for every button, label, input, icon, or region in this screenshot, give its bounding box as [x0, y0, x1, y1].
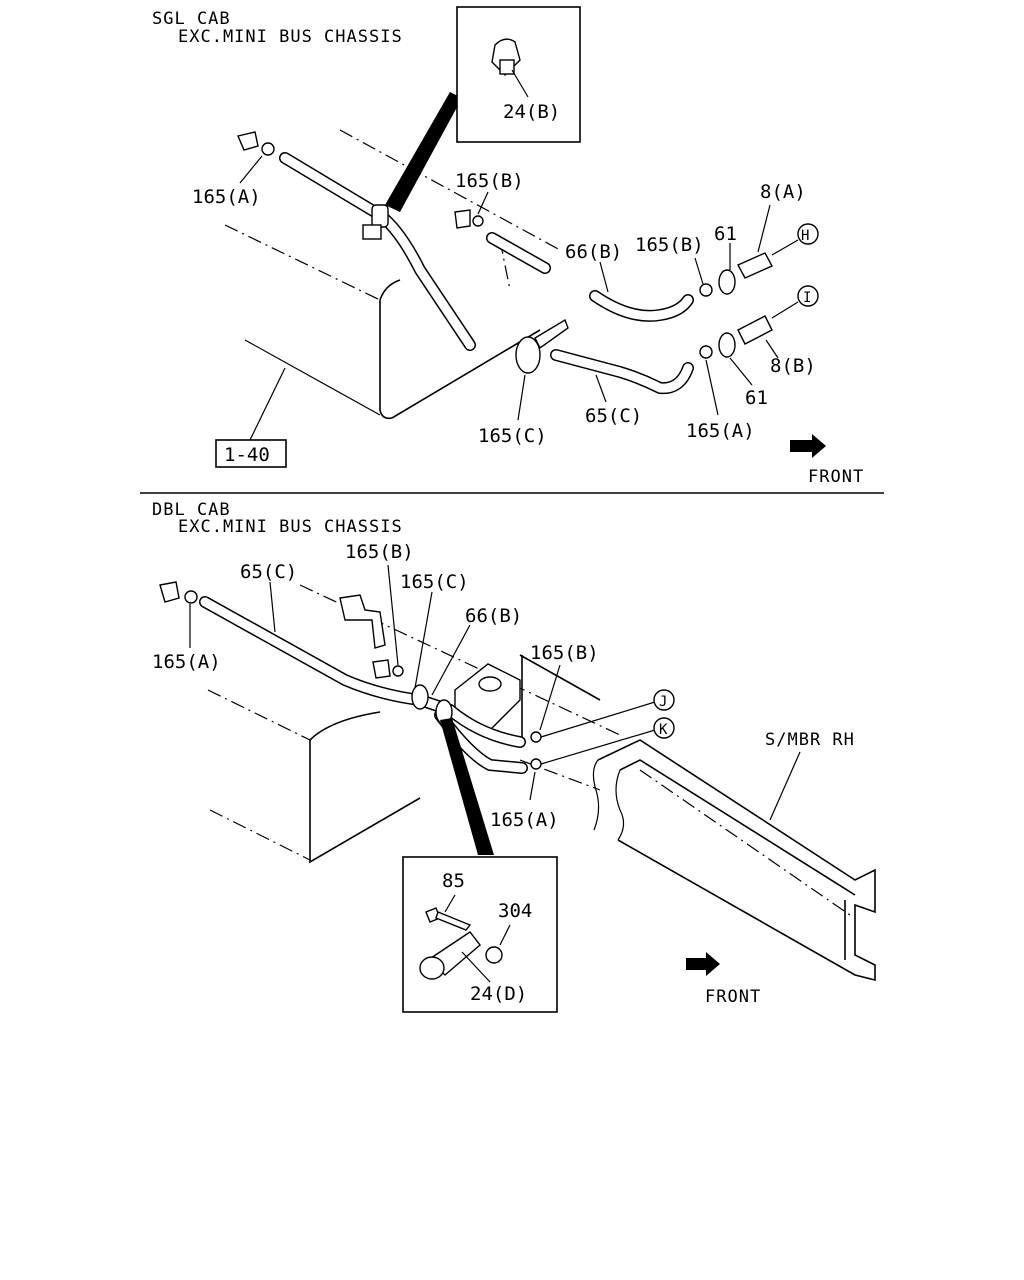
callout-8a: 8(A) — [760, 181, 806, 203]
hose-65c-top: 65(C) — [550, 349, 694, 427]
detail-leader-wedge-bottom — [440, 718, 494, 855]
clamp-24b-on-hose — [362, 204, 389, 240]
callout-65c-top: 65(C) — [585, 405, 642, 427]
top-section: SGL CAB EXC.MINI BUS CHASSIS — [152, 6, 864, 487]
clamp-61-bottom: 61 — [718, 332, 768, 409]
clip-165b-bottom-right: 165(B) J — [530, 642, 675, 743]
callout-85: 85 — [442, 870, 465, 892]
fuel-tank-bottom — [207, 584, 621, 864]
member-label: S/MBR RH — [765, 730, 855, 750]
callout-66b-top: 66(B) — [565, 241, 622, 263]
clip-165b-mid: 165(B) — [454, 170, 524, 229]
fuel-tank-top — [224, 129, 561, 420]
callout-165b-right: 165(B) — [635, 234, 704, 256]
bottom-header-line2: EXC.MINI BUS CHASSIS — [178, 517, 403, 537]
front-arrow-bottom: FRONT — [686, 952, 761, 1007]
detail-box-24b: 24(B) — [456, 6, 581, 143]
side-member-rh: S/MBR RH — [592, 730, 876, 982]
front-label-top: FRONT — [808, 467, 864, 487]
top-header-line2: EXC.MINI BUS CHASSIS — [178, 27, 403, 47]
front-arrow-top: FRONT — [790, 434, 864, 487]
hose-8b: 8(B) I — [737, 285, 819, 377]
front-label-bottom: FRONT — [705, 987, 761, 1007]
bottom-section: DBL CAB EXC.MINI BUS CHASSIS — [152, 500, 876, 1013]
ref-box-label: 1-40 — [224, 444, 270, 466]
marker-i: I — [803, 290, 811, 306]
marker-h: H — [801, 228, 809, 244]
hose-66b-top: 66(B) — [565, 241, 694, 322]
clamp-165c-bottom — [411, 684, 429, 710]
hose-65c-bottom-label: 65(C) — [240, 561, 297, 633]
callout-165a-bottom-left: 165(A) — [152, 651, 221, 673]
clip-165a-left: 165(A) — [192, 131, 275, 208]
clamp-165c-bottom-label: 165(C) — [400, 571, 469, 689]
callout-8b: 8(B) — [770, 355, 816, 377]
callout-165b-bottom-top: 165(B) — [345, 541, 414, 563]
clamp-165c-top: 165(C) — [478, 318, 569, 447]
callout-61-bottom: 61 — [745, 387, 768, 409]
ref-box-1-40: 1-40 — [215, 367, 287, 468]
callout-65c-bottom: 65(C) — [240, 561, 297, 583]
callout-61-top: 61 — [714, 223, 737, 245]
callout-165c-top: 165(C) — [478, 425, 547, 447]
marker-j: J — [659, 694, 667, 710]
bottom-header-line1: DBL CAB — [152, 500, 231, 520]
callout-165c-bottom: 165(C) — [400, 571, 469, 593]
callout-165a-bottom: 165(A) — [490, 809, 559, 831]
callout-165b-bottom-right: 165(B) — [530, 642, 599, 664]
callout-304: 304 — [498, 900, 532, 922]
clip-165a-bottom-left: 165(A) — [152, 581, 221, 673]
detail-box-bottom: 85 304 24(D) — [402, 856, 558, 1013]
hose-8a: 8(A) H — [737, 181, 819, 279]
clip-165b-bottom-top: 165(B) — [345, 541, 414, 679]
callout-66b-bottom: 66(B) — [465, 605, 522, 627]
callout-165b-mid: 165(B) — [455, 170, 524, 192]
clip-165b-right: 165(B) — [635, 234, 713, 297]
callout-165a-left: 165(A) — [192, 186, 261, 208]
mounting-bracket — [454, 663, 521, 731]
detail-leader-wedge-top — [385, 92, 462, 212]
callout-24d: 24(D) — [470, 983, 527, 1005]
callout-24b: 24(B) — [503, 101, 560, 123]
top-header-line1: SGL CAB — [152, 9, 231, 29]
marker-k: K — [659, 722, 668, 738]
callout-165a-right: 165(A) — [686, 420, 755, 442]
clip-165a-bottom-right: 165(A) K — [490, 717, 675, 831]
clip-165a-right: 165(A) — [686, 345, 755, 442]
clamp-61-top: 61 — [714, 223, 737, 295]
hose-66b-bottom-label: 66(B) — [431, 605, 522, 696]
